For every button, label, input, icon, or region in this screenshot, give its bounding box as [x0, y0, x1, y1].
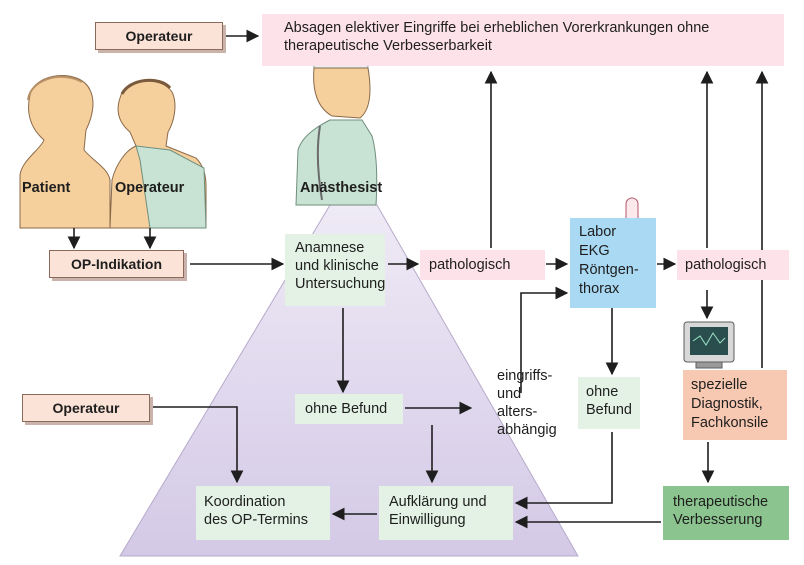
ohne-befund-2-line1: ohne [586, 384, 619, 400]
op-indikation-label: OP-Indikation [71, 256, 162, 272]
absagen-line1: Absagen elektiver Eingriffe bei erheblic… [284, 20, 710, 36]
operateur-figure [109, 78, 207, 229]
koordination-box: Koordination des OP-Termins [196, 486, 330, 540]
koordination-line2: des OP-Termins [204, 512, 308, 528]
patient-figure [19, 75, 111, 229]
eingriffs-text: eingriffs- und alters- abhängig [497, 367, 557, 439]
monitor-illustration [683, 321, 735, 369]
absagen-box: Absagen elektiver Eingriffe bei erheblic… [262, 14, 784, 66]
eingriffs-line3: alters- [497, 404, 538, 420]
anamnese-line2: und klinische [295, 258, 379, 274]
operateur-top-label: Operateur [125, 28, 193, 44]
therapeutische-line1: therapeutische [673, 494, 769, 510]
arrows [67, 29, 769, 529]
pathologisch-label-2: pathologisch [685, 257, 767, 273]
eingriffs-line1: eingriffs- [497, 368, 553, 384]
operateur-top-box: Operateur [95, 22, 223, 50]
aufklaerung-box: Aufklärung und Einwilligung [379, 486, 513, 540]
pathologisch-box-2: pathologisch [677, 250, 789, 280]
operateur-figure-label: Operateur [115, 180, 185, 196]
aufklaerung-line2: Einwilligung [389, 512, 466, 528]
pathologisch-box-1: pathologisch [420, 250, 545, 280]
koordination-line1: Koordination [204, 494, 286, 510]
patient-label: Patient [22, 180, 71, 196]
labor-line3: Röntgen- [579, 262, 639, 278]
operateur-left-box: Operateur [22, 394, 150, 422]
anamnese-box: Anamnese und klinische Untersuchung [285, 234, 385, 306]
ohne-befund-box-1: ohne Befund [295, 394, 403, 424]
spezielle-line1: spezielle [691, 377, 748, 393]
pathologisch-label-1: pathologisch [429, 257, 511, 273]
eingriffs-line2: und [497, 386, 522, 402]
labor-box: Labor EKG Röntgen- thorax [570, 218, 656, 308]
spezielle-line2: Diagnostik, [691, 396, 763, 412]
anamnese-line1: Anamnese [295, 240, 365, 256]
ohne-befund-label-1: ohne Befund [305, 401, 388, 417]
anamnese-line3: Untersuchung [295, 276, 386, 292]
aufklaerung-line1: Aufklärung und [389, 494, 487, 510]
therapeutische-line2: Verbesserung [673, 512, 763, 528]
labor-line1: Labor [579, 224, 617, 240]
labor-line2: EKG [579, 243, 610, 259]
eingriffs-line4: abhängig [497, 422, 557, 438]
ohne-befund-box-2: ohne Befund [578, 377, 640, 429]
ohne-befund-2-line2: Befund [586, 402, 632, 418]
therapeutische-box: therapeutische Verbesserung [663, 486, 789, 540]
op-indikation-box: OP-Indikation [49, 250, 184, 278]
spezielle-diagnostik-box: spezielle Diagnostik, Fachkonsile [683, 370, 787, 440]
operateur-left-label: Operateur [52, 400, 120, 416]
spezielle-line3: Fachkonsile [691, 415, 769, 431]
absagen-line2: therapeutische Verbesserbarkeit [284, 38, 492, 54]
anaesthesist-label: Anästhesist [300, 180, 383, 196]
labor-line4: thorax [579, 281, 620, 297]
